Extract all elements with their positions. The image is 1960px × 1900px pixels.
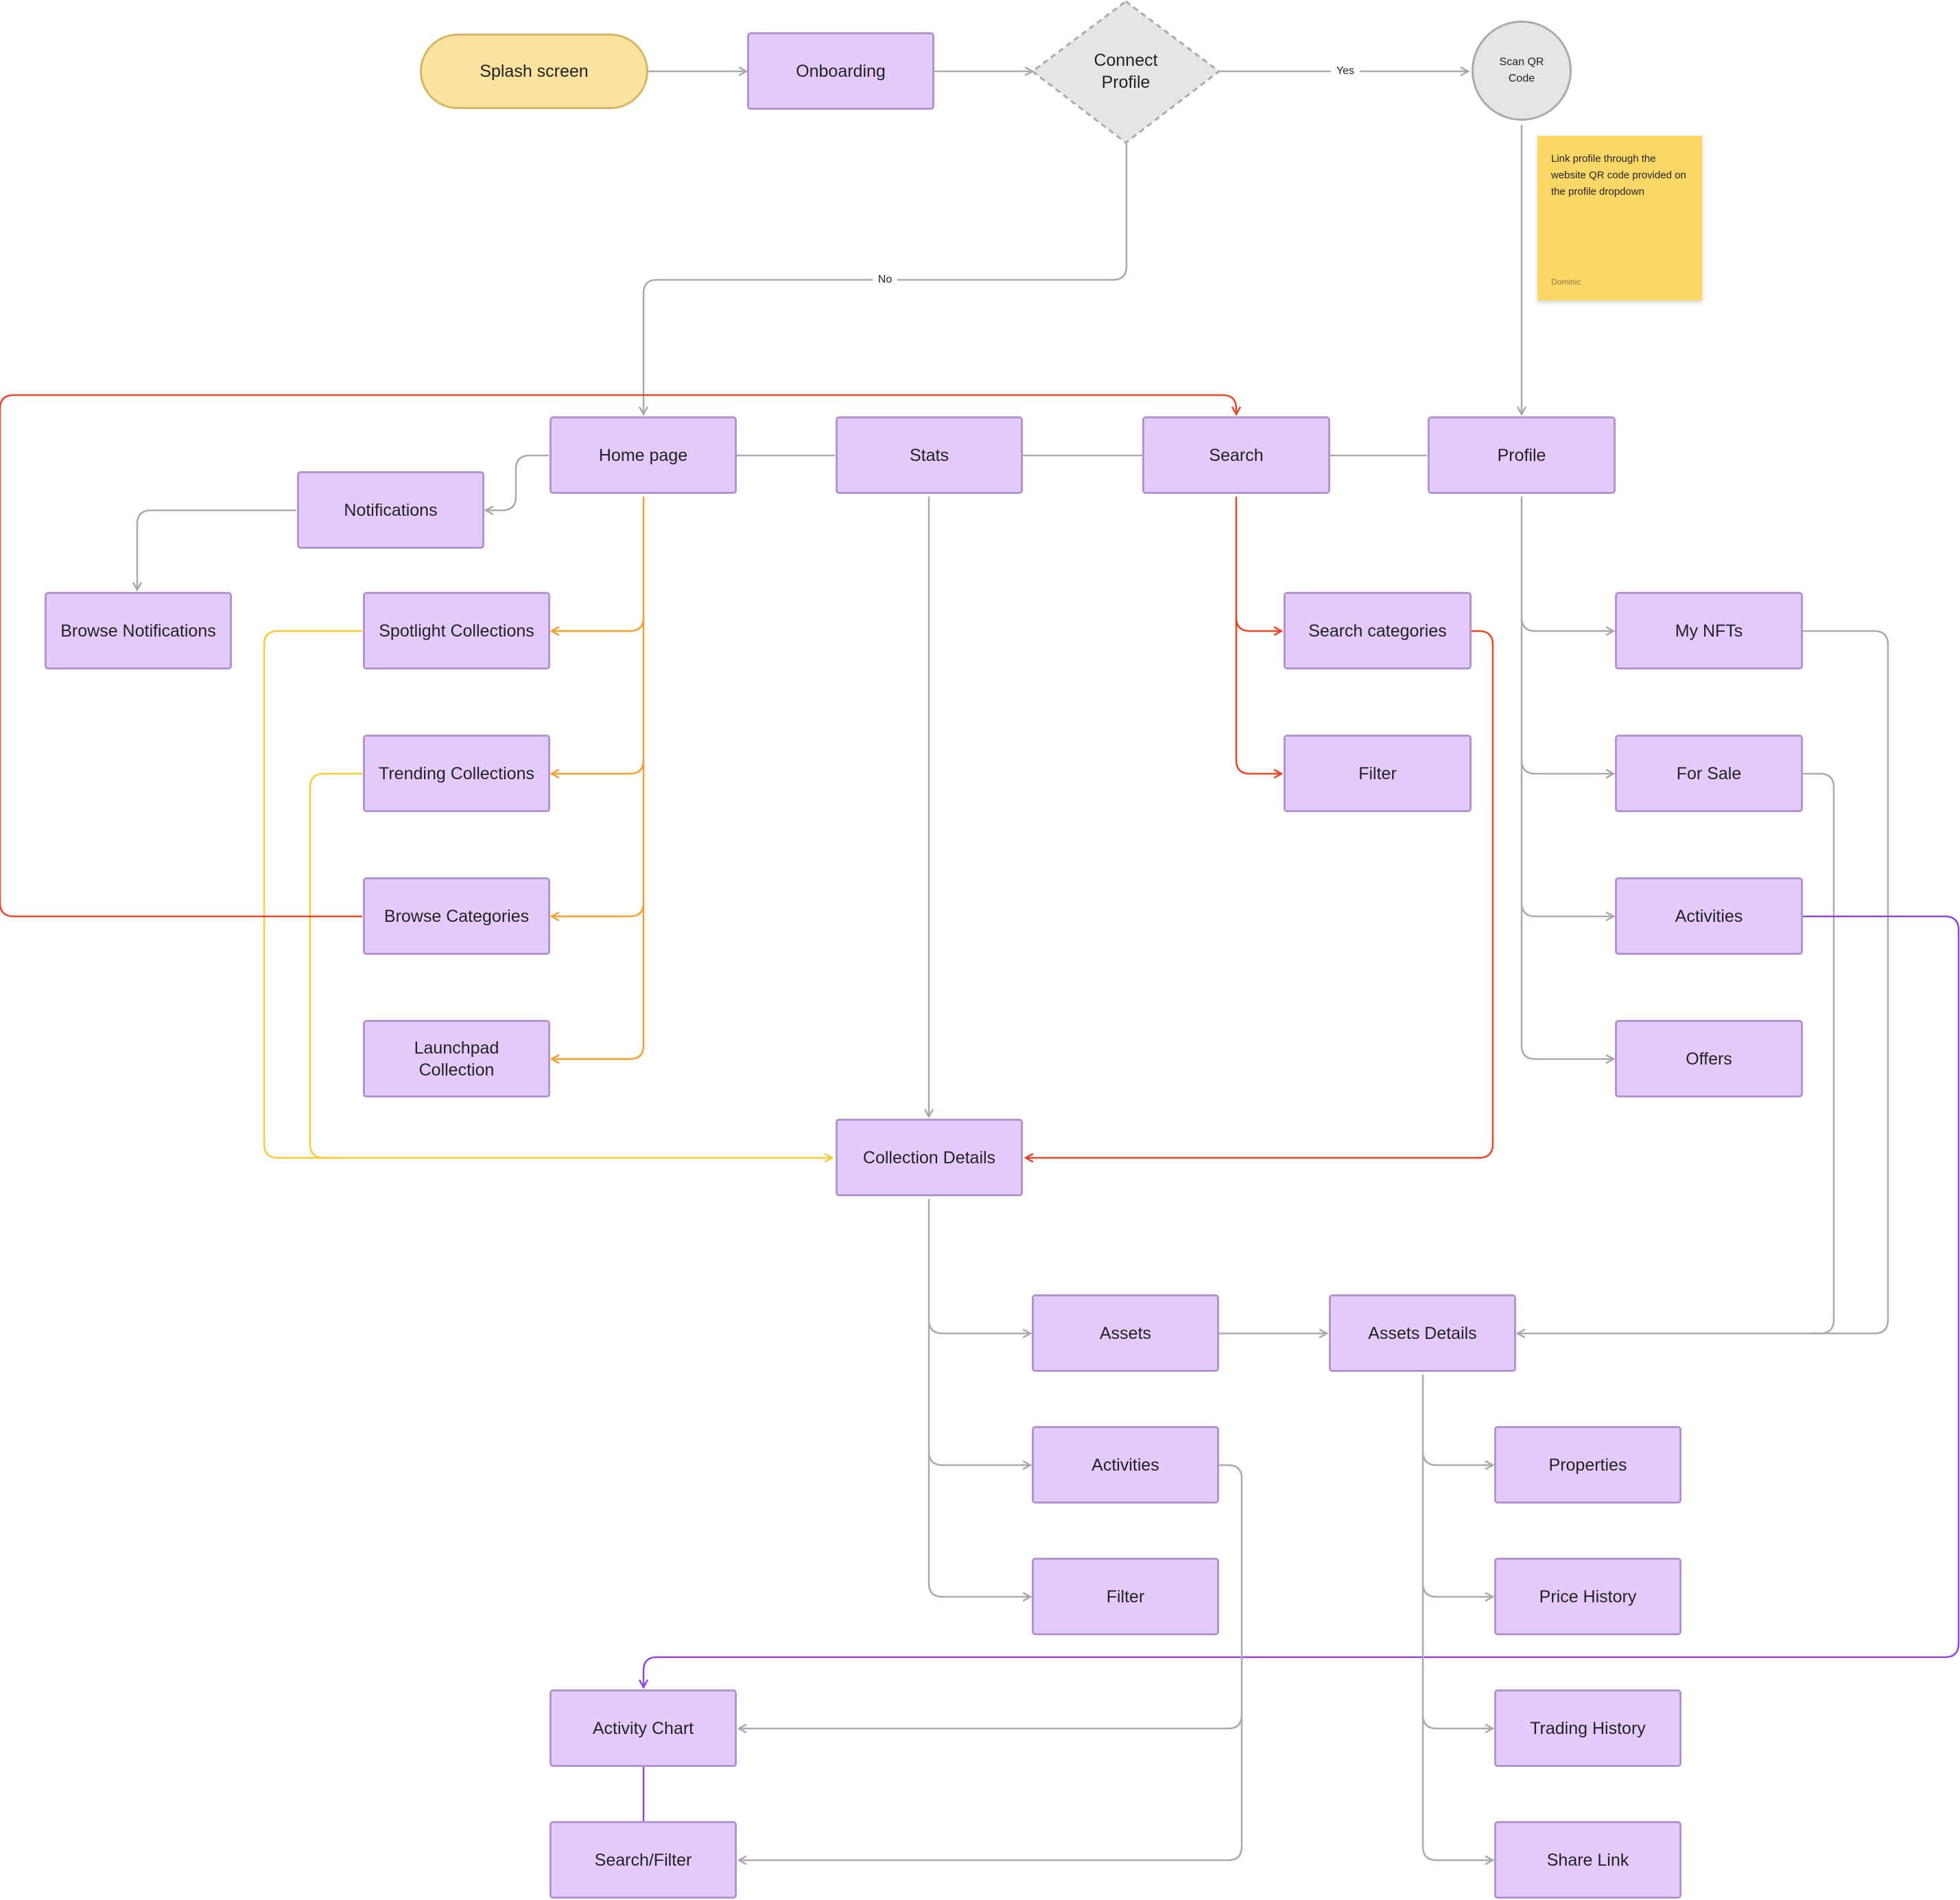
- edge-profile-offers: [1520, 903, 1614, 1059]
- spotlight-collections-node[interactable]: Spotlight Collections: [363, 592, 550, 669]
- collection-details-node[interactable]: Collection Details: [836, 1119, 1023, 1196]
- edge-home-trending: [552, 617, 645, 774]
- edge-home-browsecats: [552, 760, 645, 916]
- edge-search-filter: [1235, 617, 1282, 774]
- activity-chart-node[interactable]: Activity Chart: [550, 1689, 737, 1767]
- edge-categories-collection: [1026, 630, 1494, 1158]
- edge-home-notifications: [486, 454, 549, 510]
- edge-assetsdetails-sharelink: [1421, 1715, 1493, 1860]
- search-node[interactable]: Search: [1142, 416, 1330, 494]
- profile-node[interactable]: Profile: [1428, 416, 1616, 494]
- edge-assetsdetails-properties: [1421, 1375, 1493, 1465]
- browse-categories-node[interactable]: Browse Categories: [363, 877, 550, 955]
- browse-notifications-node[interactable]: Browse Notifications: [45, 592, 232, 669]
- edge-activities-searchfilter: [739, 1715, 1243, 1860]
- search-filter-bottom-node[interactable]: Search/Filter: [550, 1821, 737, 1899]
- stats-node[interactable]: Stats: [836, 416, 1023, 494]
- trading-history-node[interactable]: Trading History: [1494, 1689, 1681, 1767]
- launchpad-collection-node[interactable]: Launchpad Collection: [363, 1020, 550, 1097]
- profile-activities-node[interactable]: Activities: [1615, 877, 1803, 955]
- search-categories-node[interactable]: Search categories: [1284, 592, 1472, 669]
- notifications-node[interactable]: Notifications: [297, 471, 484, 549]
- edge-spotlight-collection: [263, 630, 832, 1158]
- edge-collection-assets: [928, 1199, 1030, 1333]
- edge-home-launchpad: [552, 903, 645, 1059]
- edge-profile-activities: [1520, 760, 1614, 916]
- edge-mynfts-assetsdetails: [1518, 630, 1889, 1333]
- assets-details-node[interactable]: Assets Details: [1329, 1294, 1516, 1372]
- search-filter-node[interactable]: Filter: [1284, 735, 1472, 812]
- trending-collections-node[interactable]: Trending Collections: [363, 735, 550, 812]
- edge-collection-filter: [928, 1451, 1030, 1597]
- price-history-node[interactable]: Price History: [1494, 1558, 1681, 1635]
- decision-diamond-shape: [1030, 0, 1221, 144]
- edge-activities-activitychart: [644, 915, 1960, 1687]
- offers-node[interactable]: Offers: [1615, 1020, 1803, 1097]
- share-link-node[interactable]: Share Link: [1494, 1821, 1681, 1899]
- edge-browsecats-search: [0, 394, 1236, 918]
- connect-profile-node[interactable]: Connect Profile: [1094, 51, 1158, 92]
- edge-assetsdetails-tradinghistory: [1421, 1583, 1493, 1729]
- properties-node[interactable]: Properties: [1494, 1426, 1681, 1504]
- collection-filter-node[interactable]: Filter: [1032, 1558, 1219, 1635]
- sticky-note-text: Link profile through the website QR code…: [1551, 153, 1686, 198]
- edge-trending-collection: [309, 772, 362, 1159]
- collection-activities-node[interactable]: Activities: [1032, 1426, 1219, 1504]
- sticky-note-author: Dominic: [1551, 277, 1581, 287]
- splash-screen-node[interactable]: Splash screen: [420, 34, 648, 109]
- edge-assetsdetails-pricehistory: [1421, 1451, 1493, 1597]
- edge-notifications-browse: [137, 509, 296, 590]
- sticky-note: Link profile through the website QR code…: [1537, 136, 1702, 300]
- edge-profile-forsale: [1520, 617, 1614, 774]
- edge-label-no: No: [872, 273, 898, 287]
- assets-node[interactable]: Assets: [1032, 1294, 1219, 1372]
- edge-profile-mynfts: [1520, 497, 1614, 631]
- for-sale-node[interactable]: For Sale: [1615, 735, 1803, 812]
- edge-activities-chart: [739, 1464, 1243, 1729]
- edge-collection-activities: [928, 1320, 1030, 1465]
- edge-label-yes: Yes: [1330, 64, 1360, 78]
- home-page-node[interactable]: Home page: [550, 416, 737, 494]
- edge-home-spotlight: [552, 497, 645, 631]
- onboarding-node[interactable]: Onboarding: [747, 32, 934, 110]
- edge-search-categories: [1235, 497, 1282, 631]
- scan-qr-code-node[interactable]: Scan QR Code: [1472, 21, 1572, 121]
- edge-forsale-assetsdetails: [1803, 772, 1835, 1335]
- my-nfts-node[interactable]: My NFTs: [1615, 592, 1803, 669]
